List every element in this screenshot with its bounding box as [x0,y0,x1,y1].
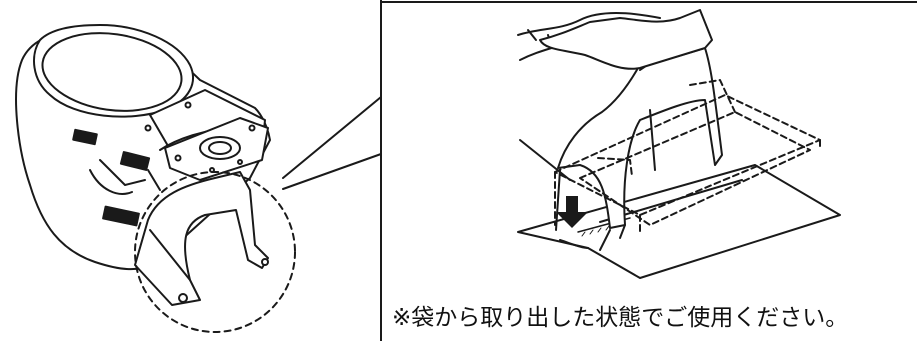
dark-label-1 [73,130,97,144]
usage-caption: ※袋から取り出した状態でご使用ください。 [392,305,849,331]
down-arrow-icon [556,196,588,228]
drain-hole [200,137,240,159]
toilet-bowl-illustration [16,25,295,332]
dark-label-3 [103,207,139,226]
detail-support-stand [558,48,722,228]
toilet-rim [34,25,193,117]
detail-view-illustration [518,10,840,278]
toilet-bowl-opening [37,25,186,120]
callout-leader-lines [283,0,917,341]
dark-label-2 [121,152,149,170]
detail-bowl-part [540,10,712,69]
bag-outline-dashed [555,80,820,232]
detail-callout-circle [135,172,295,332]
toilet-support-stand [135,172,268,305]
